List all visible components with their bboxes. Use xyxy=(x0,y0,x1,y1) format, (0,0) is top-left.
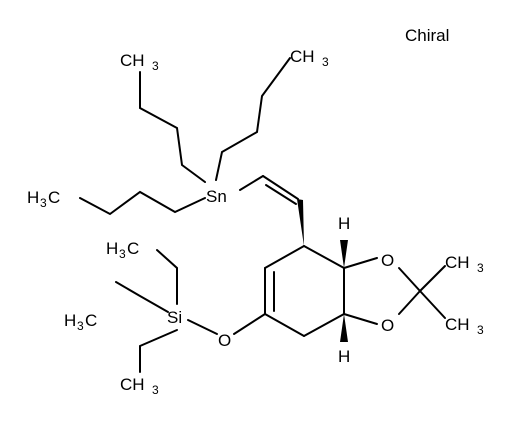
svg-text:CH: CH xyxy=(445,315,470,334)
svg-text:3: 3 xyxy=(40,196,47,210)
silyl-ether xyxy=(187,313,266,335)
svg-text:CH: CH xyxy=(445,253,470,272)
svg-text:C: C xyxy=(48,188,60,207)
svg-text:3: 3 xyxy=(477,323,484,337)
tin-atom-label: Sn xyxy=(206,187,227,206)
svg-text:H: H xyxy=(64,311,76,330)
dioxolane-ring xyxy=(343,257,446,325)
oxygen-label-bottom: O xyxy=(381,316,394,335)
methyl-label-right: CH 3 xyxy=(290,47,329,69)
ethyl-groups xyxy=(115,249,178,373)
svg-text:CH: CH xyxy=(290,47,315,66)
hydrogen-label-bottom: H xyxy=(338,347,350,366)
svg-text:3: 3 xyxy=(322,55,329,69)
stereo-h-top-wedge xyxy=(340,240,348,268)
butyl-chain-right xyxy=(215,57,291,181)
svg-text:CH: CH xyxy=(120,375,145,394)
svg-text:CH: CH xyxy=(120,51,145,70)
methyl-label-dioxolane-top: CH 3 xyxy=(445,253,484,275)
methyl-label-left: H 3 C xyxy=(27,188,60,210)
butyl-chain-left xyxy=(79,190,206,216)
hydrogen-label-top: H xyxy=(338,214,350,233)
svg-text:3: 3 xyxy=(152,383,159,397)
methyl-label-ethyl-left: H 3 C xyxy=(64,311,97,333)
chirality-label: Chiral xyxy=(405,26,449,45)
svg-text:C: C xyxy=(127,239,139,258)
cyclohexene-ring xyxy=(264,199,345,337)
wedge-bond xyxy=(297,199,304,246)
oxygen-label-ether: O xyxy=(218,331,231,350)
silicon-atom-label: Si xyxy=(167,308,182,327)
svg-text:C: C xyxy=(85,311,97,330)
butyl-chain-top xyxy=(139,71,206,183)
svg-text:3: 3 xyxy=(152,59,159,73)
svg-text:3: 3 xyxy=(119,247,126,261)
vinyl-group xyxy=(239,175,299,205)
svg-text:3: 3 xyxy=(77,319,84,333)
methyl-label-dioxolane-bottom: CH 3 xyxy=(445,315,484,337)
methyl-label-top: CH 3 xyxy=(120,51,159,73)
svg-text:H: H xyxy=(106,239,118,258)
svg-text:3: 3 xyxy=(477,261,484,275)
methyl-label-ethyl-bottom: CH 3 xyxy=(120,375,159,397)
stereo-h-bottom-wedge xyxy=(340,314,348,342)
methyl-label-ethyl-top: H 3 C xyxy=(106,239,139,261)
oxygen-label-top: O xyxy=(381,251,394,270)
svg-text:H: H xyxy=(27,188,39,207)
